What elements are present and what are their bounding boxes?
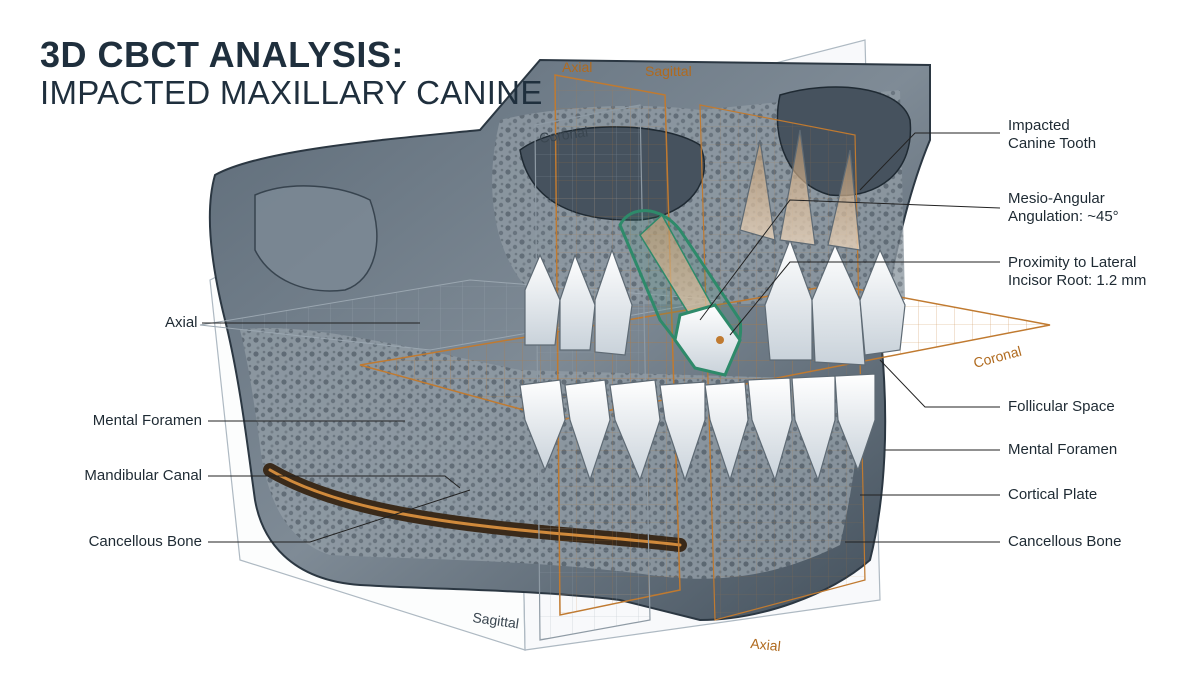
label-right-mental-foramen: Mental Foramen (1008, 441, 1118, 458)
label-proximity: Proximity to Lateral Incisor Root: 1.2 m… (1008, 254, 1146, 290)
label-impacted-canine-line2: Canine Tooth (1008, 135, 1097, 152)
label-angulation-line1: Mesio-Angular (1008, 190, 1105, 207)
label-proximity-line2: Incisor Root: 1.2 mm (1008, 272, 1147, 289)
label-cortical-plate: Cortical Plate (1008, 486, 1098, 503)
plane-label-coronal-top: Coronal (538, 123, 589, 146)
label-angulation-line2: Angulation: ~45° (1008, 208, 1119, 225)
label-angulation: Mesio-Angular Angulation: ~45° (1008, 190, 1119, 226)
upper-teeth (524, 129, 906, 366)
title-line-2: IMPACTED MAXILLARY CANINE (40, 73, 543, 111)
coronal-plane (534, 104, 651, 641)
plane-label-axial-top: Axial (562, 59, 592, 75)
plane-label-coronal-right: Coronal (972, 343, 1024, 371)
plane-label-axial-bottom: Axial (750, 635, 782, 654)
impacted-canine (618, 209, 743, 377)
label-impacted-canine-line1: Impacted (1008, 117, 1070, 134)
label-left-mental-foramen: Mental Foramen (92, 412, 202, 429)
plane-labels: Axial Sagittal Coronal Coronal Sagittal … (472, 59, 1024, 654)
plane-label-sagittal-top: Sagittal (645, 63, 692, 79)
label-follicular-space: Follicular Space (1008, 398, 1115, 415)
leader-lines (202, 132, 1001, 543)
label-impacted-canine: Impacted Canine Tooth (1008, 117, 1096, 153)
plane-label-sagittal-bottom: Sagittal (472, 609, 520, 631)
lower-teeth (519, 373, 876, 482)
label-proximity-line1: Proximity to Lateral (1008, 254, 1137, 271)
diagram-title: 3D CBCT ANALYSIS: IMPACTED MAXILLARY CAN… (40, 36, 543, 110)
label-left-cancellous-bone: Cancellous Bone (88, 533, 202, 550)
label-left-mandibular-canal: Mandibular Canal (84, 467, 202, 484)
label-axial-left: Axial (165, 314, 198, 331)
label-right-cancellous-bone: Cancellous Bone (1008, 533, 1122, 550)
title-line-1: 3D CBCT ANALYSIS: (40, 34, 404, 75)
